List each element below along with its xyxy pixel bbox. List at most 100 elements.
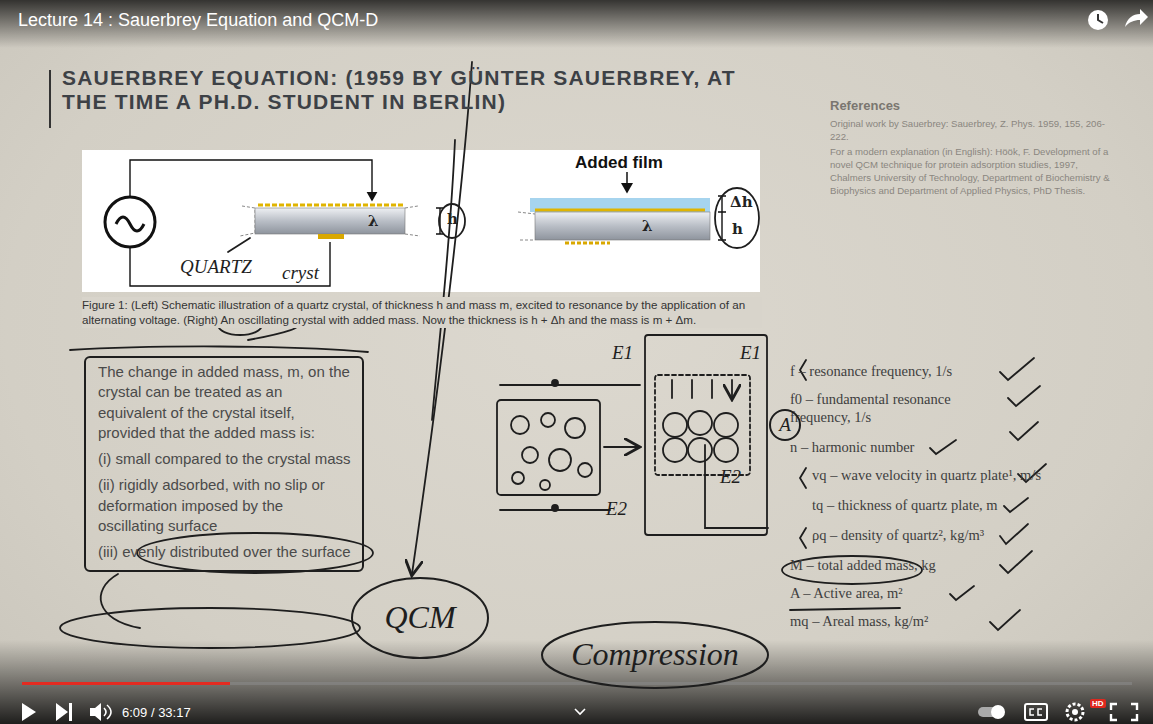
player-controls <box>1072 709 1078 715</box>
ink-annotations <box>930 440 956 454</box>
player-controls <box>229 682 230 683</box>
variable-definition: f – resonance frequency, 1/s <box>790 362 1020 380</box>
variable-definition: f0 – fundamental resonance frequency, 1/… <box>790 390 1000 426</box>
figure-illustration <box>626 172 628 192</box>
player-controls <box>1030 709 1042 715</box>
ink-annotations <box>1000 524 1028 544</box>
thickness-label: h <box>732 220 743 238</box>
ink-annotations <box>645 335 767 535</box>
handwritten-note: E1 <box>740 342 761 364</box>
ink-annotations <box>663 438 687 462</box>
ink-annotations <box>565 418 585 438</box>
handwritten-note: cryst <box>282 262 319 284</box>
figure-illustration <box>130 160 372 200</box>
top-bar <box>0 0 1153 48</box>
figure-illustration <box>105 197 155 247</box>
handwritten-note: E2 <box>606 498 627 520</box>
figure-illustration <box>565 242 610 245</box>
intro-text: The change in added mass, m, on the crys… <box>98 362 352 443</box>
player-controls <box>90 703 101 721</box>
figure-illustration <box>240 206 255 236</box>
ink-annotations <box>511 416 529 434</box>
figure-illustration <box>116 217 144 231</box>
variable-definition: ρq – density of quartz², kg/m³ <box>812 526 1042 544</box>
figure-illustration <box>535 209 705 212</box>
variable-definition: M – total added mass, kg <box>790 556 1020 574</box>
handwritten-note: E1 <box>612 342 633 364</box>
ink-annotations <box>714 438 738 462</box>
player-controls <box>1025 704 1047 720</box>
player-controls <box>1125 9 1148 27</box>
player-controls <box>22 682 230 685</box>
ellipse-outline <box>352 578 488 658</box>
player-controls <box>575 709 585 714</box>
player-controls <box>1111 704 1137 720</box>
handwritten-word: QCM <box>384 600 455 635</box>
ink-annotations <box>688 411 712 435</box>
player-controls <box>22 682 1132 685</box>
ink-annotations <box>1004 498 1028 512</box>
ink-annotations <box>552 380 558 386</box>
video-title: Lecture 14 : Sauerbrey Equation and QCM-… <box>18 10 378 31</box>
figure-illustration <box>258 204 405 207</box>
ink-annotations <box>522 447 538 463</box>
figure-illustration <box>130 242 330 286</box>
ink-annotations <box>790 608 900 610</box>
figure-label: Added film <box>575 153 663 173</box>
handwritten-note: QUARTZ <box>180 256 252 278</box>
variable-definition: mq – Areal mass, kg/m² <box>790 612 1020 630</box>
player-controls <box>56 703 68 721</box>
ink-annotations <box>101 574 140 628</box>
handwritten-circle: QCM <box>350 576 490 660</box>
figure-illustration <box>518 212 535 240</box>
ink-annotations <box>1000 551 1032 573</box>
ink-annotations <box>604 446 638 448</box>
handwritten-note: E2 <box>720 466 741 488</box>
ink-annotations <box>1010 422 1038 440</box>
ellipse-outline <box>770 410 800 440</box>
figure-illustration <box>255 208 405 234</box>
ink-annotations <box>512 472 524 484</box>
variable-definition: A – Active area, m² <box>790 584 1020 602</box>
figure-illustration <box>82 150 760 292</box>
ink-annotations <box>578 463 592 477</box>
reference-text: For a modern explanation (in English): H… <box>830 146 1110 198</box>
player-controls <box>22 9 1148 721</box>
ink-annotations <box>705 445 768 528</box>
player-controls <box>22 703 36 721</box>
player-controls <box>104 708 106 716</box>
ink-annotations <box>549 449 571 471</box>
figure-illustration <box>530 198 710 212</box>
player-controls <box>1088 10 1108 30</box>
hd-badge: HD <box>1090 699 1106 708</box>
variable-definition: n – harmonic number <box>790 438 1020 456</box>
wavelength-label: λ <box>642 217 653 235</box>
figure-illustration <box>718 196 726 240</box>
ink-annotations <box>497 400 600 495</box>
ellipse-outline <box>542 622 768 688</box>
wavelength-label: λ <box>368 212 379 230</box>
figure-illustration <box>405 206 420 236</box>
figure-illustration <box>318 234 344 239</box>
slide-heading: SAUERBREY EQUATION: (1959 BY GÜNTER SAUE… <box>62 66 782 113</box>
player-controls <box>107 705 111 719</box>
ink-annotations <box>672 380 732 398</box>
thickness-label: h <box>447 210 458 228</box>
ink-annotations <box>715 188 759 248</box>
figure-illustration <box>82 150 760 292</box>
ink-annotations <box>500 384 640 386</box>
player-controls <box>69 703 72 721</box>
condition-item: (iii) evenly distributed over the surfac… <box>98 542 352 562</box>
variable-definition: vq – wave velocity in quartz plate¹, m/s <box>812 466 1042 484</box>
ink-annotations <box>552 505 558 511</box>
handwritten-circle: A <box>768 408 802 442</box>
time-display: 6:09 / 33:17 <box>122 705 191 720</box>
handwritten-word: A <box>779 415 791 436</box>
ink-annotations <box>1000 358 1034 380</box>
ink-annotations <box>439 204 465 238</box>
ink-annotations <box>950 586 974 600</box>
thickness-label: Δh <box>730 193 753 211</box>
player-controls <box>991 705 1005 719</box>
condition-item: (i) small compared to the crystal mass <box>98 449 352 469</box>
